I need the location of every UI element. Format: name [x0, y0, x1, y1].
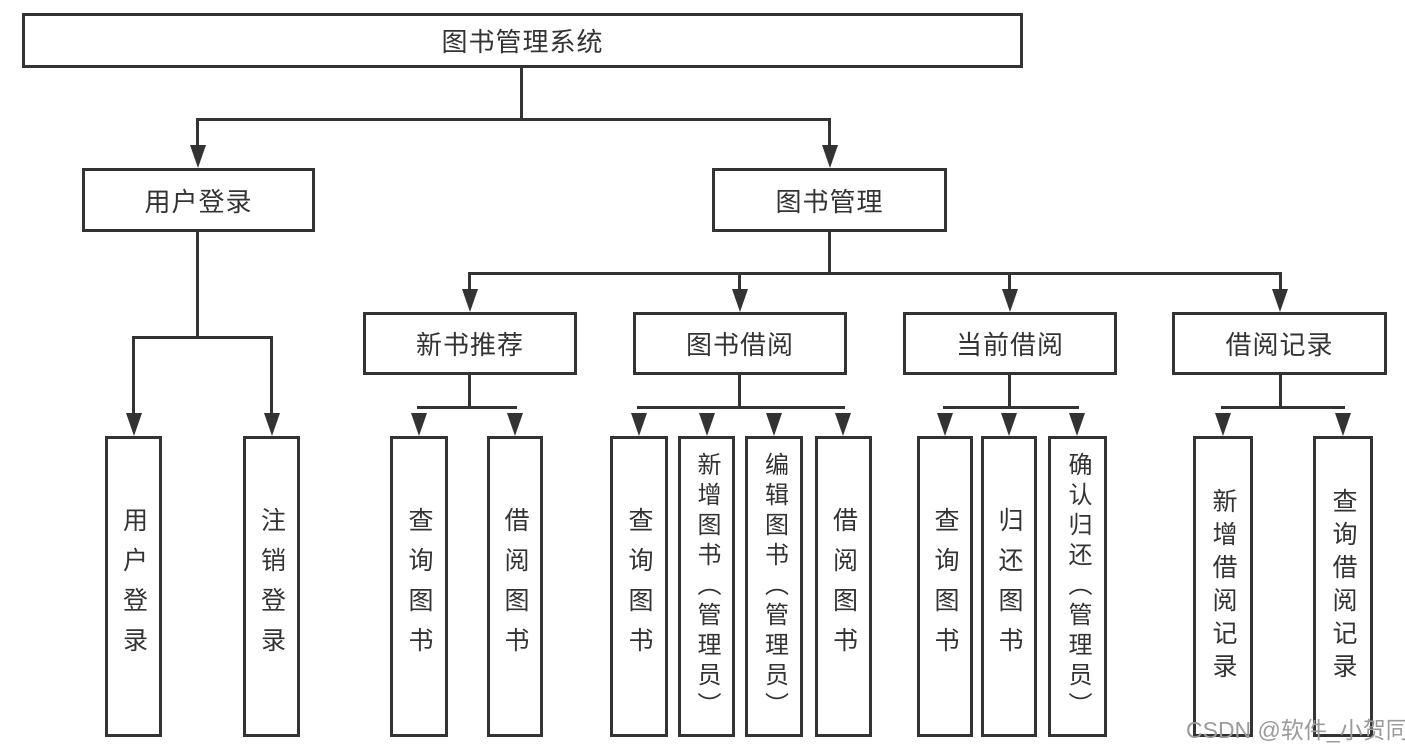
node-label: 查询借阅记录 — [1329, 487, 1357, 686]
leaf-bb-borrow-books: 借阅图书 — [815, 436, 872, 737]
node-label: 注销登录 — [257, 506, 286, 667]
arrow-to-cb-return — [1001, 413, 1017, 436]
node-current-borrow: 当前借阅 — [903, 312, 1117, 375]
connector-current-borrow-rail — [943, 406, 1079, 409]
leaf-br-add-record: 新增借阅记录 — [1193, 436, 1253, 737]
leaf-cb-return-books: 归还图书 — [981, 436, 1037, 737]
leaf-nb-borrow-books: 借阅图书 — [487, 436, 543, 737]
connector-user-login-stem — [196, 232, 199, 336]
leaf-logout: 注销登录 — [243, 436, 300, 737]
node-label: 查询图书 — [405, 506, 433, 667]
node-label: 当前借阅 — [955, 330, 1064, 360]
arrow-to-bb-edit — [766, 413, 782, 436]
arrow-to-bb-borrow — [835, 413, 851, 436]
connector-drop-logout-leaf — [270, 336, 273, 416]
node-label: 借阅图书 — [501, 506, 529, 667]
connector-borrow-records-rail — [1221, 406, 1345, 409]
node-user-login-branch: 用户登录 — [82, 168, 315, 232]
node-label: 用户登录 — [144, 186, 253, 217]
connector-book-mgmt-stem — [828, 232, 831, 272]
connector-drop-book-borrow — [738, 272, 741, 294]
leaf-nb-query-books: 查询图书 — [390, 436, 448, 737]
connector-drop-borrow-records — [1279, 272, 1282, 294]
connector-new-books-stem — [468, 375, 471, 408]
connector-book-borrow-stem — [738, 375, 741, 408]
node-label: 确认归还（管理员） — [1064, 451, 1091, 722]
connector-user-login-rail — [132, 336, 272, 339]
node-book-mgmt-branch: 图书管理 — [712, 168, 947, 232]
leaf-cb-query-books: 查询图书 — [917, 436, 973, 737]
connector-drop-book-mgmt — [828, 118, 831, 150]
arrow-to-bb-query — [631, 413, 647, 436]
arrow-to-login-leaf — [126, 413, 142, 436]
leaf-cb-confirm-return-admin: 确认归还（管理员） — [1048, 436, 1107, 737]
leaf-bb-edit-books-admin: 编辑图书（管理员） — [745, 436, 803, 737]
connector-drop-new-books — [468, 272, 471, 294]
arrow-to-br-add — [1215, 413, 1231, 436]
arrow-to-borrow-records — [1272, 289, 1288, 312]
arrow-to-user-login — [190, 145, 206, 168]
csdn-watermark: CSDN @软件_小贺同学 — [1186, 717, 1405, 743]
arrow-to-cb-confirm — [1069, 413, 1085, 436]
node-borrow-records: 借阅记录 — [1172, 312, 1387, 375]
arrow-to-new-books — [462, 289, 478, 312]
arrow-to-nb-query — [411, 413, 427, 436]
node-label: 图书借阅 — [685, 330, 794, 360]
node-label: 借阅图书 — [829, 506, 858, 667]
arrow-to-bb-add — [699, 413, 715, 436]
leaf-bb-query-books: 查询图书 — [610, 436, 668, 737]
arrow-to-book-borrow — [732, 289, 748, 312]
node-label: 新增借阅记录 — [1209, 487, 1237, 686]
connector-drop-current-borrow — [1008, 272, 1011, 294]
arrow-to-br-query — [1335, 413, 1351, 436]
node-label: 查询图书 — [625, 506, 653, 667]
node-label: 新书推荐 — [415, 330, 524, 360]
node-label: 用户登录 — [119, 506, 148, 667]
leaf-bb-add-books-admin: 新增图书（管理员） — [678, 436, 735, 737]
node-root-library-system: 图书管理系统 — [22, 13, 1023, 68]
node-label: 图书管理 — [775, 186, 884, 217]
node-label: 图书管理系统 — [441, 27, 604, 57]
arrow-to-book-mgmt — [822, 145, 838, 168]
connector-current-borrow-stem — [1008, 375, 1011, 408]
connector-drop-user-login — [196, 118, 199, 150]
node-label: 查询图书 — [931, 506, 959, 667]
arrow-to-cb-query — [937, 413, 953, 436]
node-book-borrow: 图书借阅 — [633, 312, 847, 375]
node-label: 新增图书（管理员） — [693, 451, 720, 722]
connector-book-mgmt-rail — [468, 272, 1282, 275]
node-label: 借阅记录 — [1225, 330, 1334, 360]
arrow-to-current-borrow — [1002, 289, 1018, 312]
connector-borrow-records-stem — [1279, 375, 1282, 408]
leaf-br-query-record: 查询借阅记录 — [1313, 436, 1373, 737]
connector-new-books-rail — [417, 406, 517, 409]
connector-book-borrow-rail — [637, 406, 845, 409]
leaf-user-login: 用户登录 — [105, 436, 162, 737]
connector-root-stem — [520, 68, 523, 120]
connector-drop-login-leaf — [132, 336, 135, 416]
connector-root-rail — [196, 118, 831, 121]
node-label: 编辑图书（管理员） — [760, 451, 788, 722]
arrow-to-logout-leaf — [264, 413, 280, 436]
node-new-books: 新书推荐 — [363, 312, 577, 375]
node-label: 归还图书 — [995, 506, 1023, 667]
arrow-to-nb-borrow — [507, 413, 523, 436]
